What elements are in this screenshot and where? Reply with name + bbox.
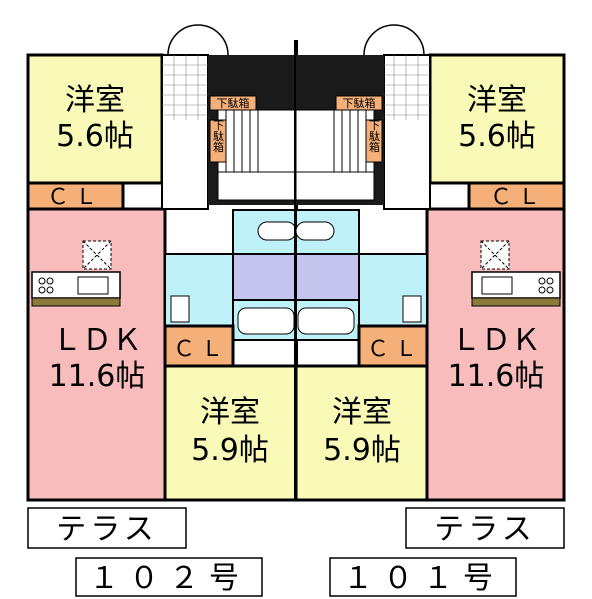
shoe-cabinet-label: 下駄箱 [217, 96, 250, 110]
shoe-cabinet-label: 下駄箱 [212, 120, 225, 154]
closet-label: ＣＬ [490, 185, 546, 210]
entrance-hall [383, 54, 431, 210]
stair-lower [295, 171, 375, 201]
terrace [405, 507, 565, 549]
kitchen-shelf [471, 297, 561, 307]
unit-102: 洋室 5.6帖 ＣＬ ＬＤＫ 11.6帖 ＣＬ 洋室 5.9帖 下駄箱 下駄箱 … [26, 24, 298, 597]
unit-label-box [75, 557, 263, 597]
entrance-door-arc [167, 24, 229, 56]
toilet-icon [257, 221, 297, 241]
sink-icon [77, 276, 109, 295]
shoe-cabinet-top [335, 95, 383, 111]
bathtub-icon [297, 307, 355, 335]
terrace [27, 507, 187, 549]
room-name-label: ＬＤＫ [52, 323, 142, 358]
unit-101: 洋室 5.6帖 ＣＬ ＬＤＫ 11.6帖 ＣＬ 洋室 5.9帖 下駄箱 下駄箱 … [294, 24, 566, 597]
washbasin-icon [170, 295, 190, 323]
stove-burner-icon [538, 286, 546, 294]
stove-burner-icon [38, 286, 46, 294]
room-name-label: 洋室 [200, 395, 260, 430]
stove-burner-icon [46, 286, 54, 294]
entrance-door-arc [363, 24, 425, 56]
room-size-label: 5.9帖 [191, 433, 269, 468]
shoe-cabinet-side [209, 119, 227, 163]
room-bedroom-south [163, 364, 298, 502]
room-bedroom-south [294, 364, 429, 502]
washroom [232, 253, 297, 301]
unit-number-label: １０１号 [343, 561, 503, 596]
room-name-label: 洋室 [467, 83, 527, 118]
shoe-cabinet-top [209, 95, 257, 111]
terrace-label: テラス [434, 512, 535, 547]
washroom [295, 253, 360, 301]
room-size-label: 5.9帖 [323, 433, 401, 468]
room-bedroom-north [26, 53, 164, 185]
closet-label: ＣＬ [367, 337, 423, 362]
kitchen-shelf [31, 297, 121, 307]
stove-burner-icon [46, 277, 54, 285]
room-size-label: 5.6帖 [458, 119, 536, 154]
room-size-label: 11.6帖 [448, 359, 545, 394]
stair-landing [295, 109, 375, 173]
stove-burner-icon [538, 277, 546, 285]
bathtub-icon [237, 307, 295, 335]
stove-burner-icon [546, 277, 554, 285]
stove-burner-icon [546, 286, 554, 294]
toilet-icon [295, 221, 335, 241]
room-bedroom-north [428, 53, 566, 185]
closet-label: ＣＬ [173, 337, 229, 362]
stair-lower [217, 171, 297, 201]
unit-number-label: １０２号 [89, 561, 249, 596]
room-name-label: ＬＤＫ [451, 323, 541, 358]
stair-landing [217, 109, 297, 173]
closet-label: ＣＬ [47, 185, 103, 210]
entrance-hall [161, 54, 209, 210]
washbasin-icon [402, 295, 422, 323]
room-name-label: 洋室 [65, 83, 125, 118]
shoe-cabinet-side [365, 119, 383, 163]
terrace-label: テラス [56, 512, 157, 547]
room-name-label: 洋室 [332, 395, 392, 430]
shoe-cabinet-label: 下駄箱 [343, 96, 376, 110]
sink-icon [481, 276, 513, 295]
unit-label-box [329, 557, 517, 597]
shoe-cabinet-label: 下駄箱 [368, 120, 381, 154]
room-size-label: 11.6帖 [49, 359, 146, 394]
room-size-label: 5.6帖 [56, 119, 134, 154]
stove-burner-icon [38, 277, 46, 285]
